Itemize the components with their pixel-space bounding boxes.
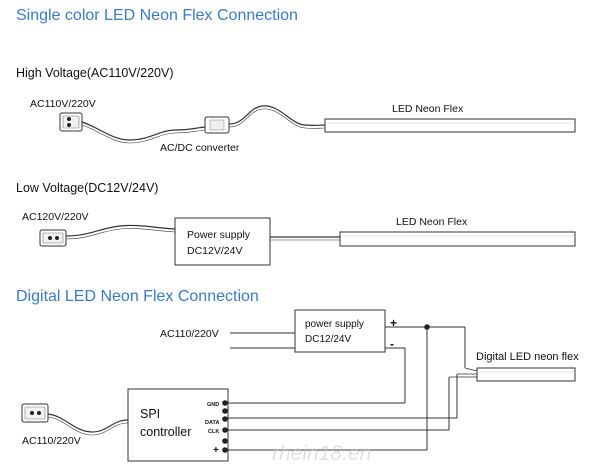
spi-controller-line2: controller bbox=[140, 425, 191, 439]
ac-dc-converter bbox=[204, 116, 230, 134]
high-voltage-diagram: AC110V/220V AC/DC converter LED Neon Fle… bbox=[30, 98, 576, 154]
lv-psu-line2: DC12V/24V bbox=[187, 245, 242, 257]
digital-title: Digital LED Neon Flex Connection bbox=[16, 288, 259, 305]
pin-plus-label: + bbox=[213, 445, 219, 456]
single-color-title: Single color LED Neon Flex Connection bbox=[16, 7, 298, 24]
lv-flex-label: LED Neon Flex bbox=[396, 216, 468, 228]
hv-cable-2 bbox=[228, 105, 326, 127]
hv-led-neon-flex bbox=[324, 118, 576, 133]
lv-plug-icon bbox=[39, 229, 67, 247]
digital-psu-line2: DC12/24V bbox=[305, 334, 351, 345]
lv-input-label: AC120V/220V bbox=[22, 211, 89, 223]
watermark: rhein18.en bbox=[272, 442, 371, 465]
lv-power-supply: Power supply DC12V/24V bbox=[174, 217, 271, 266]
digital-ac-label: AC110/220V bbox=[160, 328, 219, 340]
lv-psu-line1: Power supply bbox=[187, 229, 251, 241]
pin-data-label: DATA bbox=[205, 420, 219, 426]
digital-psu-minus: - bbox=[390, 337, 394, 351]
pin-clk-label: CLK bbox=[208, 429, 219, 435]
digital-psu-plus: + bbox=[390, 316, 397, 330]
high-voltage-heading: High Voltage(AC110V/220V) bbox=[16, 66, 174, 80]
lv-cable-1 bbox=[65, 224, 176, 237]
digital-plug-cable bbox=[47, 413, 129, 433]
lv-led-neon-flex bbox=[339, 231, 576, 247]
digital-diagram: AC110/220V power supply DC12/24V + - Dig… bbox=[21, 309, 579, 462]
hv-input-label: AC110V/220V bbox=[30, 98, 96, 110]
digital-led-neon-flex bbox=[476, 367, 576, 382]
hv-cable-1 bbox=[81, 121, 206, 141]
digital-psu-line1: power supply bbox=[305, 319, 364, 330]
spi-controller: SPI controller GND DATA CLK + bbox=[127, 388, 229, 462]
digital-power-supply: power supply DC12/24V bbox=[294, 309, 386, 353]
hv-plug-icon bbox=[59, 112, 83, 132]
spi-controller-line1: SPI bbox=[140, 407, 160, 421]
hv-flex-label: LED Neon Flex bbox=[392, 103, 464, 115]
low-voltage-diagram: AC120V/220V Power supply DC12V/24V LED N… bbox=[22, 211, 576, 266]
digital-plug-label: AC110/220V bbox=[22, 435, 81, 447]
pin-gnd-label: GND bbox=[207, 402, 219, 408]
hv-converter-label: AC/DC converter bbox=[160, 142, 240, 154]
digital-plug-icon bbox=[21, 403, 49, 423]
low-voltage-heading: Low Voltage(DC12V/24V) bbox=[16, 181, 159, 195]
digital-flex-label: Digital LED neon flex bbox=[476, 351, 579, 363]
